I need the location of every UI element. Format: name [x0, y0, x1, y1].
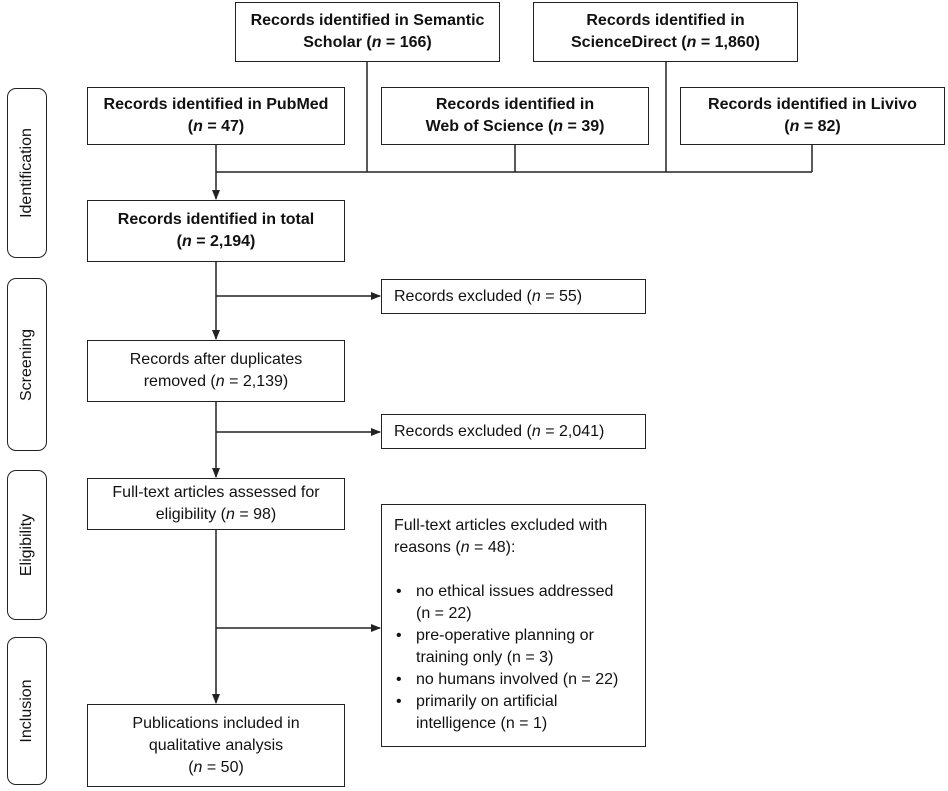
box-fulltext-assessed-line1: Full-text articles assessed for	[112, 484, 320, 501]
box-web-of-science: Records identified in Web of Science (n …	[381, 87, 649, 145]
box-fulltext-excluded-line2: reasons (n = 48):	[394, 539, 516, 556]
box-total-line2: (n = 2,194)	[176, 233, 256, 250]
box-sciencedirect: Records identified in ScienceDirect (n =…	[533, 2, 798, 62]
box-pubmed: Records identified in PubMed (n = 47)	[87, 87, 345, 145]
box-livivo: Records identified in Livivo (n = 82)	[680, 87, 945, 145]
phase-eligibility: Eligibility	[7, 470, 47, 620]
box-total: Records identified in total (n = 2,194)	[87, 200, 345, 262]
box-excluded-duplicates: Records excluded (n = 55)	[381, 279, 646, 314]
box-livivo-line2: (n = 82)	[784, 118, 841, 135]
exclusion-reasons-list: no ethical issues addressed(n = 22) pre-…	[394, 581, 618, 735]
box-pubmed-line1: Records identified in PubMed	[103, 96, 329, 113]
box-fulltext-assessed-line2: eligibility (n = 98)	[155, 506, 277, 523]
exclusion-reason: no ethical issues addressed(n = 22)	[394, 581, 618, 625]
box-semantic-scholar-line2: Scholar (n = 166)	[303, 34, 432, 51]
box-pubmed-line2: (n = 47)	[187, 118, 245, 135]
box-sciencedirect-line2: ScienceDirect (n = 1,860)	[571, 34, 760, 51]
box-fulltext-excluded: Full-text articles excluded with reasons…	[381, 504, 646, 747]
box-included: Publications included in qualitative ana…	[87, 704, 345, 787]
box-semantic-scholar-line1: Records identified in Semantic	[250, 12, 485, 29]
box-excluded-duplicates-text: Records excluded (n = 55)	[394, 287, 583, 305]
box-sciencedirect-line1: Records identified in	[586, 12, 745, 29]
box-web-of-science-line1: Records identified in	[435, 96, 595, 113]
box-fulltext-excluded-line1: Full-text articles excluded with	[394, 517, 608, 534]
box-fulltext-assessed: Full-text articles assessed for eligibil…	[87, 478, 345, 530]
box-after-duplicates-line1: Records after duplicates	[129, 351, 303, 368]
box-livivo-line1: Records identified in Livivo	[708, 96, 917, 113]
box-included-line1: Publications included in	[132, 714, 300, 732]
box-included-line3: (n = 50)	[188, 758, 244, 776]
box-semantic-scholar: Records identified in Semantic Scholar (…	[235, 2, 500, 62]
box-excluded-screening-text: Records excluded (n = 2,041)	[394, 422, 605, 440]
box-web-of-science-line2: Web of Science (n = 39)	[425, 118, 605, 135]
box-after-duplicates: Records after duplicates removed (n = 2,…	[87, 340, 345, 402]
phase-identification: Identification	[7, 88, 47, 258]
phase-screening: Screening	[7, 278, 47, 451]
phase-inclusion: Inclusion	[7, 637, 47, 785]
box-included-line2: qualitative analysis	[148, 736, 284, 754]
box-total-line1: Records identified in total	[117, 211, 315, 228]
exclusion-reason: no humans involved (n = 22)	[394, 669, 618, 691]
box-after-duplicates-line2: removed (n = 2,139)	[143, 373, 289, 390]
box-excluded-screening: Records excluded (n = 2,041)	[381, 414, 646, 449]
